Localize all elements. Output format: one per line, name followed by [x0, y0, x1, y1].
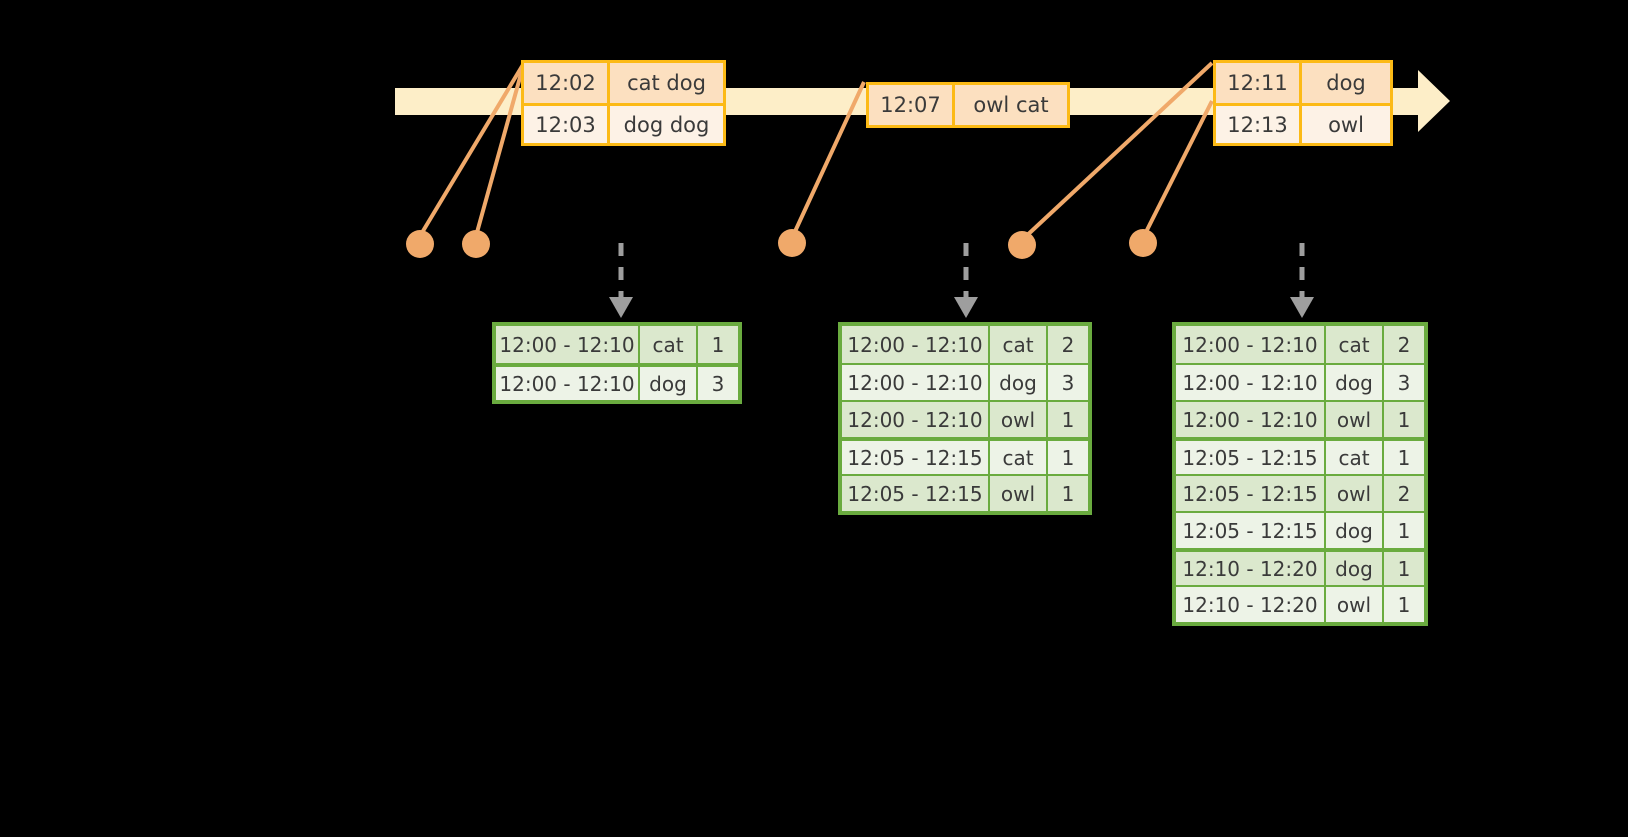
event-words: owl	[1328, 112, 1364, 137]
window-cell: 12:05 - 12:15	[842, 476, 990, 511]
event-time: 12:13	[1216, 106, 1302, 143]
word-cell: dog	[1326, 513, 1384, 548]
event-time: 12:07	[869, 85, 955, 125]
result-table-2: 12:00 - 12:10 cat 2 12:00 - 12:10 dog 3 …	[838, 322, 1092, 515]
result-table-3: 12:00 - 12:10 cat 2 12:00 - 12:10 dog 3 …	[1172, 322, 1428, 626]
event-row: 12:02 cat dog	[524, 63, 723, 103]
event-row: 12:11 dog	[1216, 63, 1390, 103]
event-words: dog	[1326, 71, 1366, 95]
window-cell: 12:00 - 12:10	[842, 365, 990, 400]
word-cell: dog	[1326, 552, 1384, 585]
window-cell: 12:05 - 12:15	[1176, 476, 1326, 511]
word-cell: cat	[990, 441, 1048, 474]
table-row: 12:00 - 12:10 dog 3	[496, 363, 738, 400]
event-group-2: 12:07 owl cat	[866, 82, 1070, 128]
event-time: 12:03	[524, 106, 610, 143]
count-cell: 1	[1397, 407, 1411, 432]
window-cell: 12:00 - 12:10	[496, 367, 640, 400]
table-row: 12:00 - 12:10 cat 2	[842, 326, 1088, 363]
count-cell: 2	[1061, 332, 1075, 357]
connector-line-5	[1141, 100, 1214, 239]
stream-dot-5	[1129, 229, 1157, 257]
window-cell: 12:05 - 12:15	[842, 441, 990, 474]
word-cell: cat	[990, 326, 1048, 363]
count-cell: 3	[711, 371, 725, 396]
window-cell: 12:00 - 12:10	[842, 326, 990, 363]
count-cell: 2	[1397, 481, 1411, 506]
window-cell: 12:10 - 12:20	[1176, 587, 1326, 622]
stream-dot-1	[406, 230, 434, 258]
window-cell: 12:00 - 12:10	[1176, 365, 1326, 400]
word-cell: dog	[640, 367, 698, 400]
word-cell: owl	[990, 476, 1048, 511]
timeline-arrow-head	[1418, 70, 1450, 132]
count-cell: 3	[1061, 370, 1075, 395]
table-row: 12:05 - 12:15 dog 1	[1176, 511, 1424, 548]
event-time: 12:11	[1216, 63, 1302, 103]
table-row: 12:00 - 12:10 cat 1	[496, 326, 738, 363]
word-cell: dog	[1326, 365, 1384, 400]
window-cell: 12:05 - 12:15	[1176, 513, 1326, 548]
table-row: 12:05 - 12:15 owl 1	[842, 474, 1088, 511]
word-cell: owl	[990, 402, 1048, 437]
count-cell: 1	[1397, 592, 1411, 617]
event-group-1: 12:02 cat dog 12:03 dog dog	[521, 60, 726, 146]
table-row: 12:00 - 12:10 dog 3	[1176, 363, 1424, 400]
count-cell: 1	[1397, 518, 1411, 543]
event-time: 12:02	[524, 63, 610, 103]
count-cell: 1	[711, 332, 725, 357]
window-cell: 12:00 - 12:10	[496, 326, 640, 363]
event-words: owl cat	[973, 93, 1049, 117]
count-cell: 1	[1061, 481, 1075, 506]
window-cell: 12:00 - 12:10	[1176, 326, 1326, 363]
flow-arrow-3	[1290, 243, 1314, 318]
event-words: dog dog	[623, 112, 710, 137]
count-cell: 3	[1397, 370, 1411, 395]
event-group-3: 12:11 dog 12:13 owl	[1213, 60, 1393, 146]
stream-dot-3	[778, 229, 806, 257]
table-row: 12:00 - 12:10 owl 1	[842, 400, 1088, 437]
word-cell: owl	[1326, 476, 1384, 511]
table-row: 12:00 - 12:10 owl 1	[1176, 400, 1424, 437]
window-cell: 12:10 - 12:20	[1176, 552, 1326, 585]
event-row: 12:13 owl	[1216, 103, 1390, 143]
word-cell: cat	[640, 326, 698, 363]
table-row: 12:00 - 12:10 dog 3	[842, 363, 1088, 400]
flow-arrow-1	[609, 243, 633, 318]
event-row: 12:07 owl cat	[869, 85, 1067, 125]
word-cell: cat	[1326, 326, 1384, 363]
event-words: cat dog	[627, 71, 706, 95]
window-cell: 12:00 - 12:10	[1176, 402, 1326, 437]
window-cell: 12:05 - 12:15	[1176, 441, 1326, 474]
count-cell: 1	[1397, 556, 1411, 581]
stream-dot-2	[462, 230, 490, 258]
window-cell: 12:00 - 12:10	[842, 402, 990, 437]
table-row: 12:10 - 12:20 owl 1	[1176, 585, 1424, 622]
word-cell: cat	[1326, 441, 1384, 474]
count-cell: 1	[1061, 407, 1075, 432]
table-row: 12:00 - 12:10 cat 2	[1176, 326, 1424, 363]
result-table-1: 12:00 - 12:10 cat 1 12:00 - 12:10 dog 3	[492, 322, 742, 404]
table-row: 12:05 - 12:15 owl 2	[1176, 474, 1424, 511]
table-row: 12:10 - 12:20 dog 1	[1176, 548, 1424, 585]
count-cell: 1	[1397, 445, 1411, 470]
event-row: 12:03 dog dog	[524, 103, 723, 143]
flow-arrow-2	[954, 243, 978, 318]
word-cell: dog	[990, 365, 1048, 400]
table-row: 12:05 - 12:15 cat 1	[842, 437, 1088, 474]
table-row: 12:05 - 12:15 cat 1	[1176, 437, 1424, 474]
count-cell: 1	[1061, 445, 1075, 470]
count-cell: 2	[1397, 332, 1411, 357]
word-cell: owl	[1326, 402, 1384, 437]
word-cell: owl	[1326, 587, 1384, 622]
stream-dot-4	[1008, 231, 1036, 259]
